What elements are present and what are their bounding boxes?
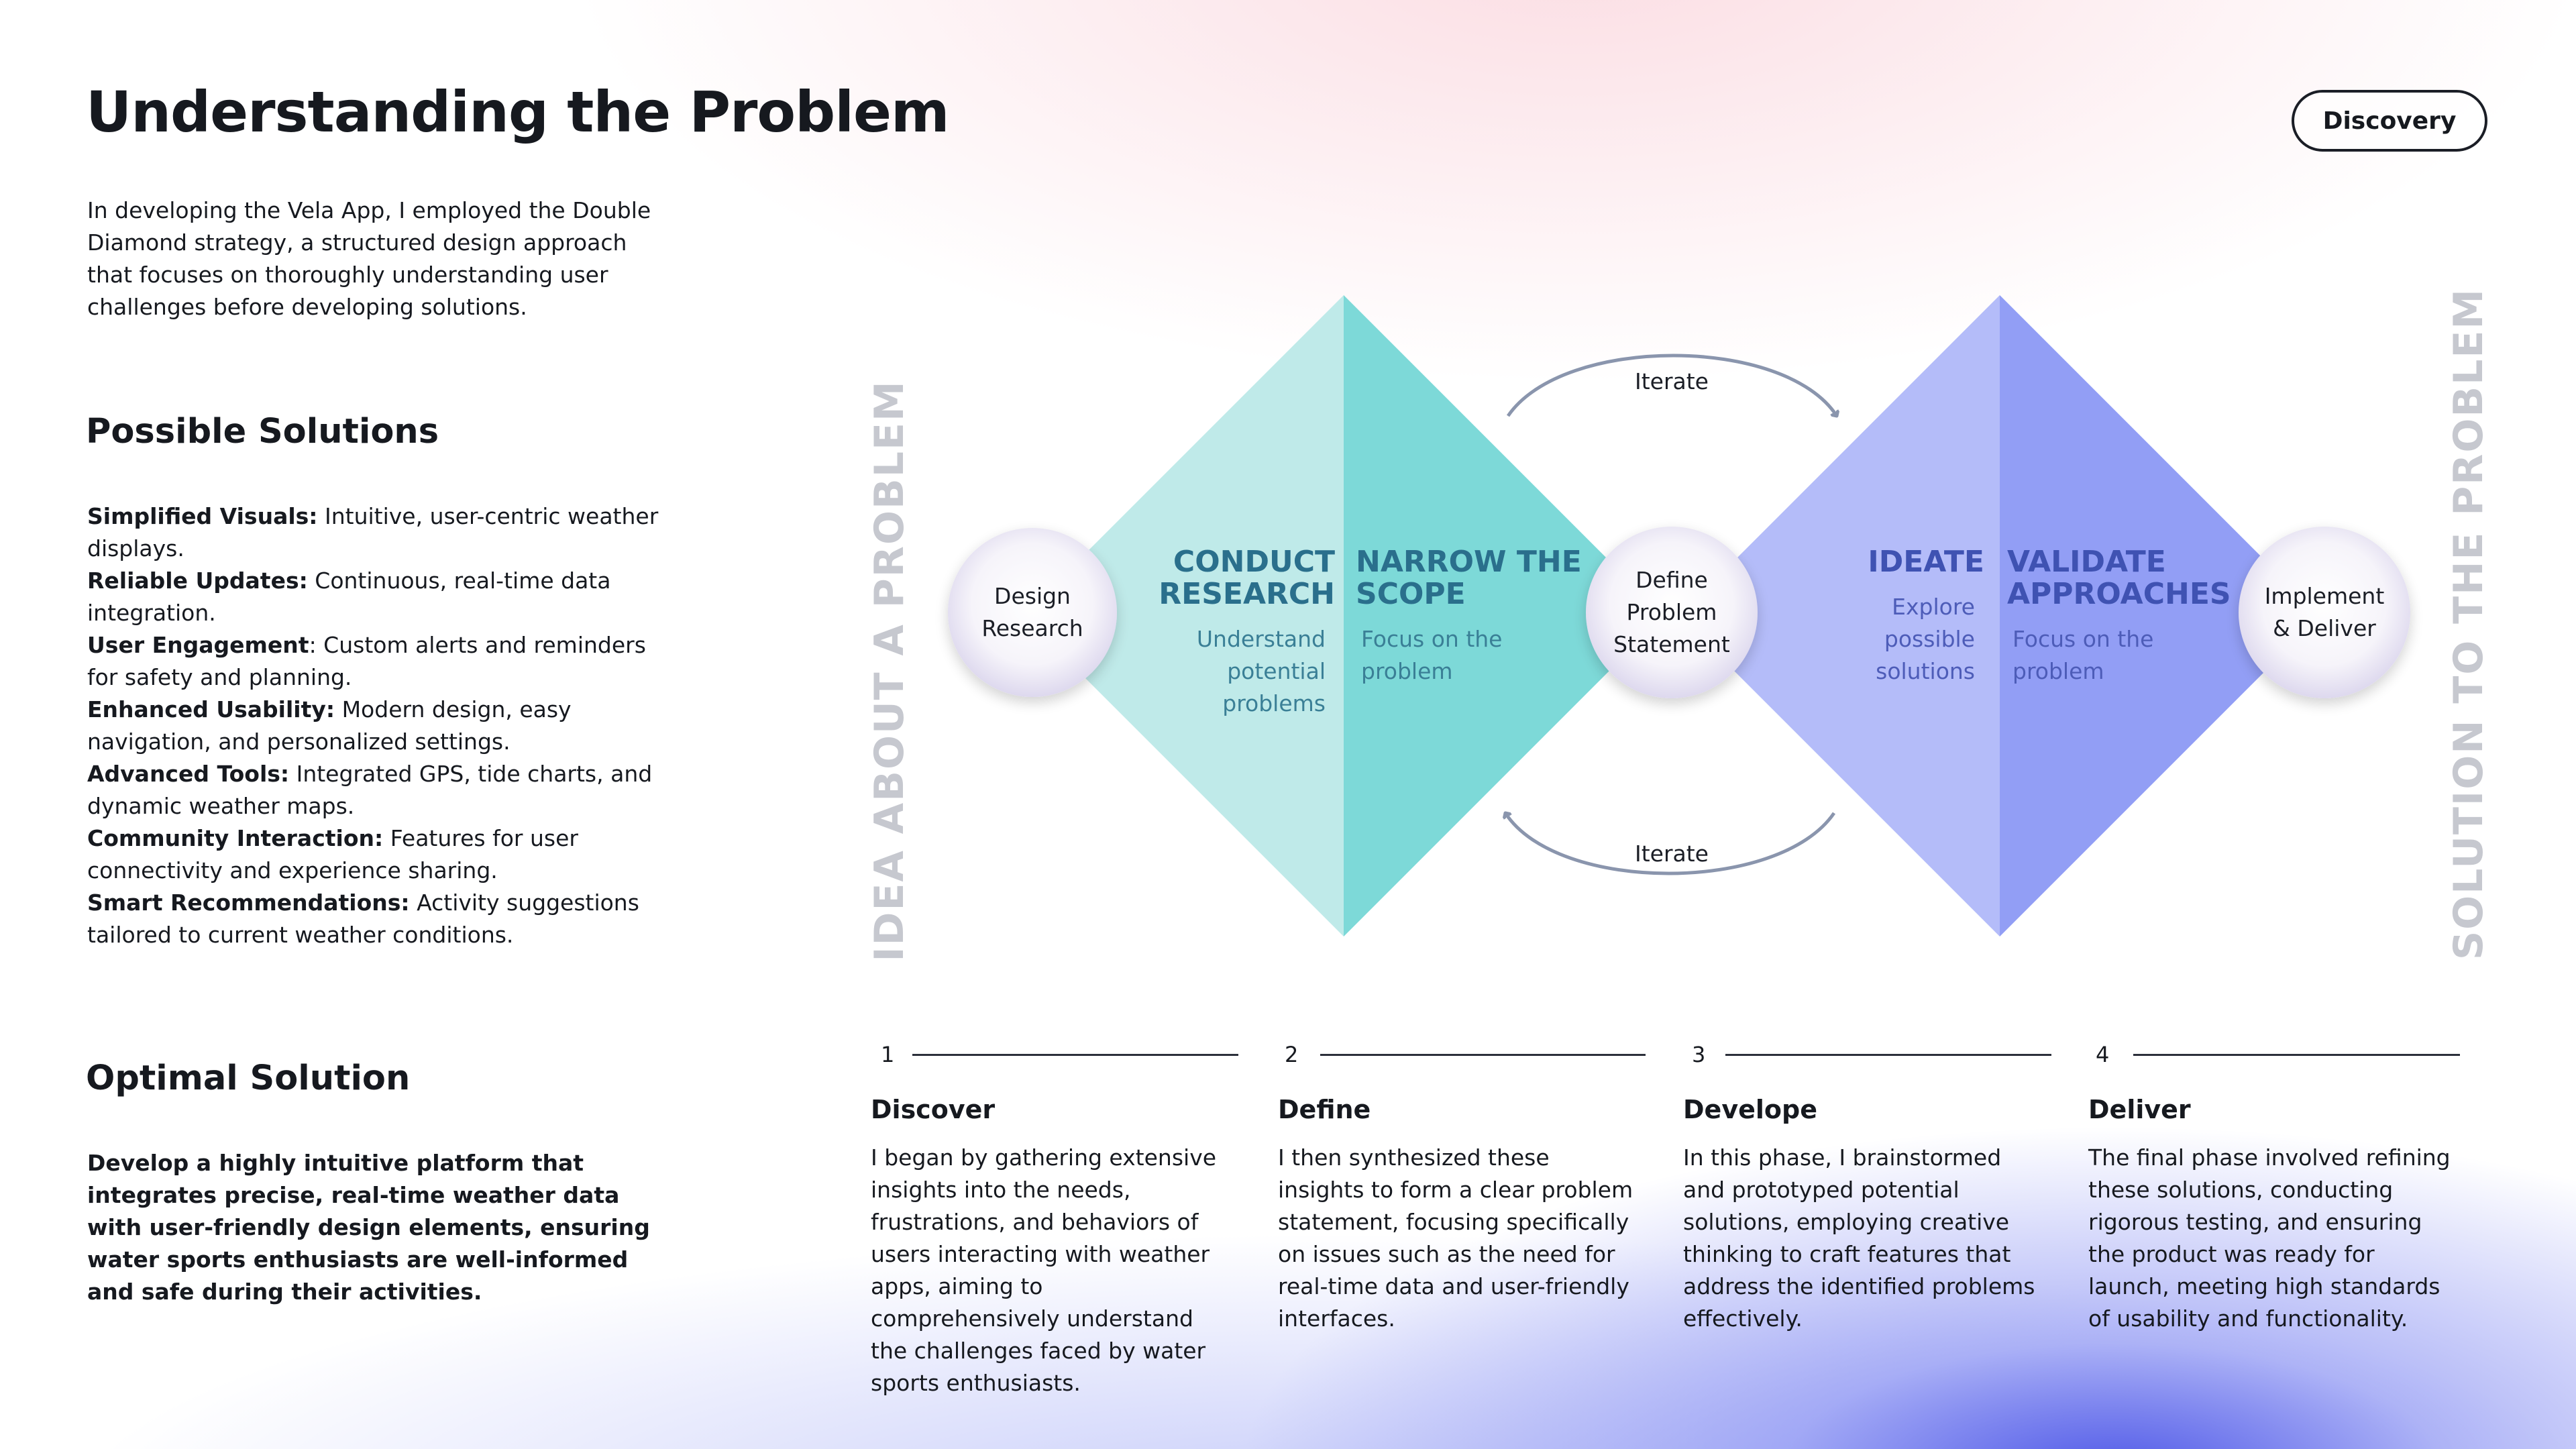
phase-title: Deliver (2088, 1095, 2191, 1124)
phase-number: 1 (881, 1042, 895, 1067)
node-define-line-2: Problem (1627, 599, 1717, 625)
solution-item: Reliable Updates: Continuous, real-time … (87, 568, 611, 626)
phase-description: I began by gathering extensive insights … (871, 1144, 1217, 1396)
conduct-research-sub-1: Understand (1197, 626, 1326, 652)
validate-sub-1: Focus on the (2012, 626, 2154, 652)
phase-divider (1320, 1054, 1646, 1056)
diamond1-left-half (1023, 295, 1344, 936)
phase-number: 4 (2096, 1042, 2110, 1067)
phase-title: Develope (1683, 1095, 1817, 1124)
node-implement-line-1: Implement (2265, 583, 2385, 609)
possible-solutions-heading: Possible Solutions (86, 412, 439, 451)
diamond1-right-half (1344, 295, 1664, 936)
solution-item: Enhanced Usability: Modern design, easy … (87, 696, 572, 755)
conduct-research-sub-3: problems (1222, 690, 1326, 716)
validate-sub-2: problem (2012, 658, 2104, 684)
phase-title: Define (1278, 1095, 1371, 1124)
conduct-research-title-2: RESEARCH (1159, 577, 1335, 611)
diamond2-right-half (2000, 295, 2320, 936)
narrow-scope-sub-2: problem (1361, 658, 1453, 684)
page-title: Understanding the Problem (86, 79, 950, 145)
phase-divider (912, 1054, 1238, 1056)
phase-description: In this phase, I brainstormed and protot… (1683, 1144, 2035, 1332)
narrow-scope-title-2: SCOPE (1356, 577, 1466, 611)
solution-item: Simplified Visuals: Intuitive, user-cent… (87, 503, 659, 561)
node-define-line-3: Statement (1613, 631, 1730, 657)
conduct-research-sub-2: potential (1227, 658, 1326, 684)
conduct-research-title-1: CONDUCT (1173, 545, 1335, 579)
phase-number: 2 (1285, 1042, 1299, 1067)
validate-title-1: VALIDATE (2007, 545, 2166, 579)
discovery-badge[interactable]: Discovery (2292, 90, 2487, 152)
solution-item: Community Interaction: Features for user… (87, 825, 578, 883)
iterate-bottom-label: Iterate (1635, 841, 1709, 867)
phase-divider (1725, 1054, 2051, 1056)
narrow-scope-title-1: NARROW THE (1356, 545, 1582, 579)
optimal-solution-text: Develop a highly intuitive platform that… (87, 1150, 650, 1305)
solution-item: Smart Recommendations: Activity suggesti… (87, 890, 639, 948)
node-design-research-line-1: Design (994, 583, 1071, 609)
iterate-top-label: Iterate (1635, 368, 1709, 394)
solution-item: Advanced Tools: Integrated GPS, tide cha… (87, 761, 653, 819)
diamond2-left-half (1679, 295, 2000, 936)
iterate-top-arrow (1506, 354, 1837, 416)
phase-divider (2133, 1054, 2460, 1056)
optimal-solution-heading: Optimal Solution (86, 1059, 411, 1098)
iterate-bottom-arrow (1505, 813, 1836, 875)
ideate-sub-3: solutions (1876, 658, 1975, 684)
node-implement-line-2: & Deliver (2273, 615, 2376, 641)
node-define-line-1: Define (1635, 567, 1708, 593)
ideate-title: IDEATE (1868, 545, 1984, 579)
narrow-scope-sub-1: Focus on the (1361, 626, 1503, 652)
node-design-research: Design Research (948, 528, 1117, 697)
node-design-research-line-2: Research (981, 615, 1083, 641)
phase-title: Discover (871, 1095, 996, 1124)
node-define-problem-statement: Define Problem Statement (1586, 527, 1758, 698)
validate-title-2: APPROACHES (2007, 577, 2231, 611)
phase-description: I then synthesized these insights to for… (1278, 1144, 1633, 1332)
phase-description: The final phase involved refining these … (2088, 1144, 2451, 1332)
solution-item: User Engagement: Custom alerts and remin… (87, 632, 646, 690)
ideate-sub-2: possible (1884, 626, 1975, 652)
possible-solutions-list: Simplified Visuals: Intuitive, user-cent… (87, 500, 678, 951)
intro-text: In developing the Vela App, I employed t… (87, 197, 651, 320)
phase-number: 3 (1692, 1042, 1706, 1067)
node-implement-deliver: Implement & Deliver (2239, 527, 2410, 698)
ideate-sub-1: Explore (1892, 594, 1975, 620)
